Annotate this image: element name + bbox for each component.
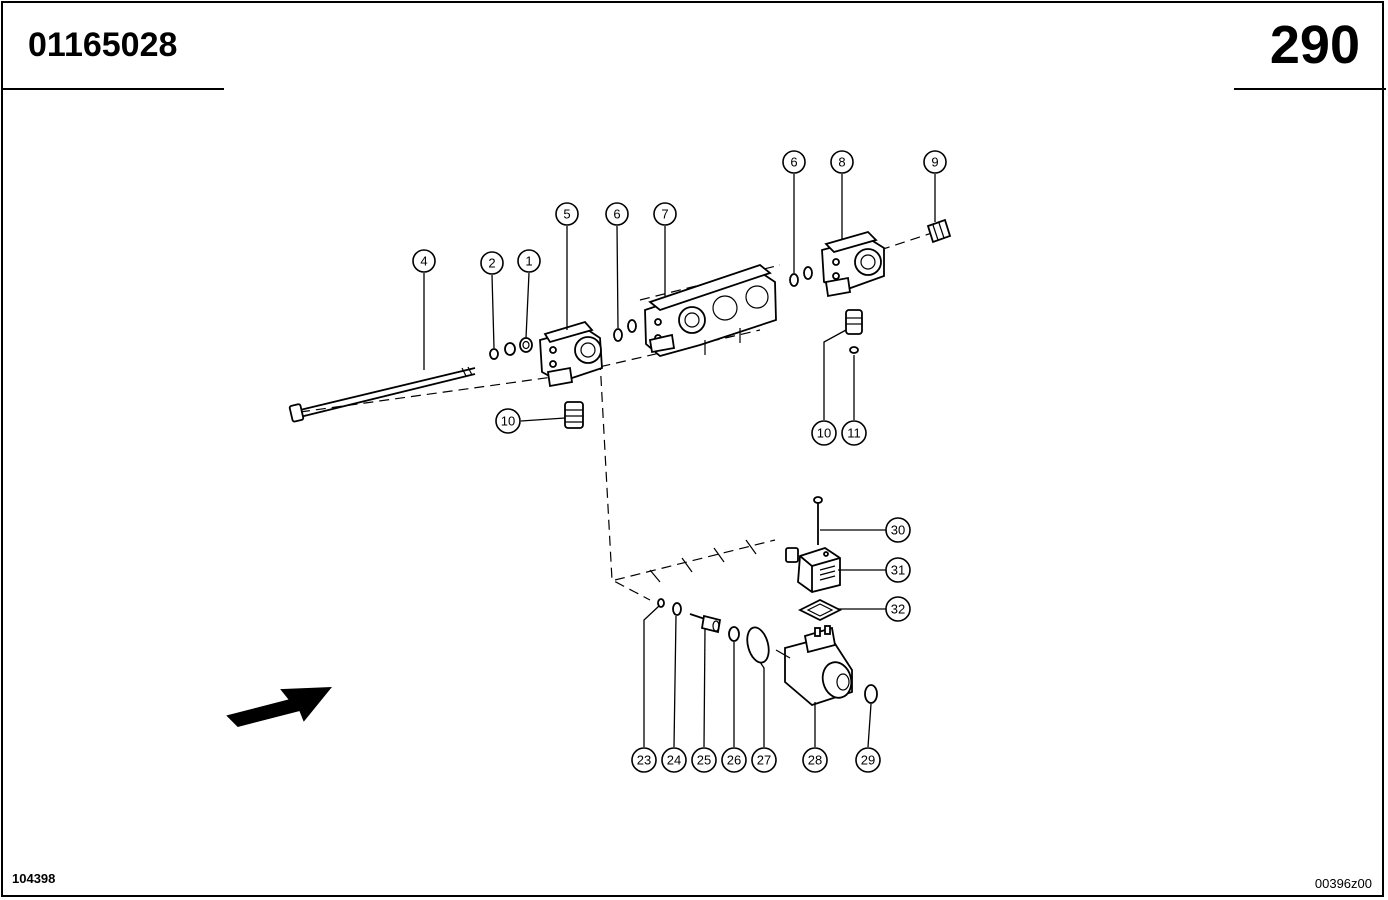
callout-10-left-label: 10 <box>501 414 515 429</box>
callout-6-left: 6 <box>605 202 629 226</box>
callout-7-label: 7 <box>661 207 668 222</box>
part-nut <box>519 337 533 353</box>
callout-7: 7 <box>653 202 677 226</box>
callout-4: 4 <box>412 249 436 273</box>
callout-5-label: 5 <box>563 207 570 222</box>
part-ring-27 <box>746 626 770 664</box>
document-number: 01165028 <box>28 26 178 64</box>
footer-left-code: 104398 <box>12 871 56 886</box>
part-plunger <box>689 613 722 634</box>
callout-1-label: 1 <box>525 254 532 269</box>
part-fitting <box>926 218 952 244</box>
callout-23-label: 23 <box>637 753 651 768</box>
callout-26-label: 26 <box>727 753 741 768</box>
leader-lines <box>423 174 936 748</box>
part-ring-26 <box>728 626 740 642</box>
part-washer-2 <box>504 342 516 356</box>
callout-32-label: 32 <box>891 602 905 617</box>
callout-2: 2 <box>480 251 504 275</box>
callout-30: 30 <box>885 517 911 543</box>
callout-31: 31 <box>885 557 911 583</box>
callout-28: 28 <box>802 747 828 773</box>
callout-27: 27 <box>751 747 777 773</box>
callout-10-left: 10 <box>495 408 521 434</box>
part-valve-block <box>644 263 777 357</box>
callout-29-label: 29 <box>861 753 875 768</box>
callout-10-right-label: 10 <box>817 426 831 441</box>
callout-1: 1 <box>517 249 541 273</box>
part-o-ring-3 <box>789 273 799 287</box>
part-seal-23 <box>657 598 665 608</box>
callout-11-label: 11 <box>847 426 861 441</box>
page-number: 290 <box>1269 15 1360 75</box>
callout-31-label: 31 <box>891 563 905 578</box>
part-seal-24 <box>672 602 682 616</box>
callout-24-label: 24 <box>667 753 681 768</box>
callout-2-label: 2 <box>488 256 495 271</box>
part-valve-section-right <box>821 230 885 354</box>
callout-11: 11 <box>841 420 867 446</box>
callout-6-right-label: 6 <box>790 155 797 170</box>
part-o-ring-2 <box>627 319 637 333</box>
callout-25-label: 25 <box>697 753 711 768</box>
callout-5: 5 <box>555 202 579 226</box>
part-o-ring <box>613 328 623 342</box>
callout-26: 26 <box>721 747 747 773</box>
callout-28-label: 28 <box>808 753 822 768</box>
part-connector-plug <box>785 547 841 593</box>
footer-right-code: 00396z00 <box>1314 876 1372 891</box>
callout-32: 32 <box>885 596 911 622</box>
direction-arrow-icon <box>226 687 332 727</box>
part-screw <box>813 496 823 545</box>
callout-29: 29 <box>855 747 881 773</box>
callout-23: 23 <box>631 747 657 773</box>
part-tie-bolt <box>288 366 476 423</box>
part-ring-29 <box>864 684 878 704</box>
part-washer <box>489 348 499 360</box>
callout-6-right: 6 <box>782 150 806 174</box>
part-solenoid-coil <box>775 625 853 707</box>
callout-27-label: 27 <box>757 753 771 768</box>
header-rule-left <box>2 88 224 90</box>
part-valve-section-end <box>539 320 603 429</box>
callout-9-label: 9 <box>931 155 938 170</box>
callout-4-label: 4 <box>420 254 427 269</box>
callout-8: 8 <box>830 150 854 174</box>
header-rule-right <box>1234 88 1386 90</box>
callout-6-left-label: 6 <box>613 207 620 222</box>
part-gasket <box>797 598 843 622</box>
callout-10-right: 10 <box>811 420 837 446</box>
part-o-ring-4 <box>803 266 813 280</box>
callout-8-label: 8 <box>838 155 845 170</box>
callout-9: 9 <box>923 150 947 174</box>
callout-25: 25 <box>691 747 717 773</box>
callout-30-label: 30 <box>891 523 905 538</box>
callout-24: 24 <box>661 747 687 773</box>
